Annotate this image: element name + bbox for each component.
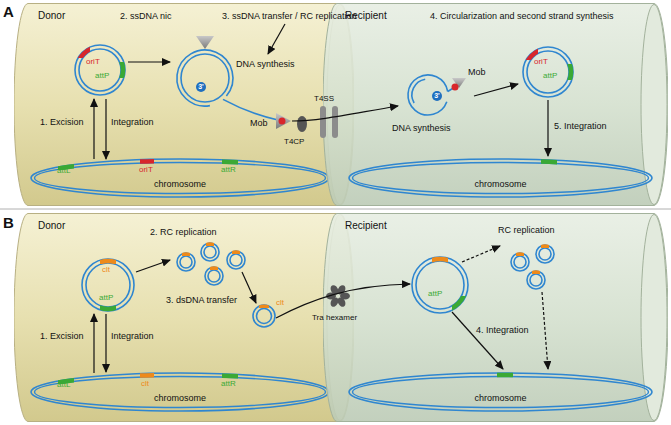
mob-protein — [196, 36, 466, 129]
annotation: Mob — [468, 68, 486, 77]
cell-outline — [14, 213, 354, 422]
site-marks — [33, 47, 650, 409]
cell-cylinder: Donor chromosome — [14, 213, 354, 422]
secretion-channel — [297, 106, 338, 138]
site-label: attL — [57, 381, 70, 389]
chromosome-label: chromosome — [474, 180, 526, 189]
chromosome-label: chromosome — [474, 394, 526, 403]
annotation: RC replication — [498, 226, 555, 235]
annotation: DNA synthesis — [236, 60, 295, 69]
cell-cylinder: Recipientchromosome — [323, 3, 668, 206]
site-label: attL — [57, 167, 70, 175]
annotation: T4SS — [314, 95, 334, 103]
site-label: attP — [95, 72, 109, 80]
chromosome-ellipse: chromosome — [30, 372, 330, 412]
strand-end-badge: 3' — [432, 91, 442, 101]
chromosome-label: chromosome — [154, 180, 206, 189]
site-label: oriT — [139, 166, 153, 174]
chromosome-ellipse: chromosome — [348, 158, 653, 198]
annotation: 3. ssDNA transfer / RC replication — [222, 12, 357, 21]
annotation: 1. Excision — [40, 332, 84, 341]
chromosome-outline — [30, 372, 330, 412]
annotation: 1. Excision — [40, 118, 84, 127]
site-label: attP — [428, 290, 442, 298]
site-label: attP — [99, 294, 113, 302]
site-label: attR — [221, 166, 236, 174]
plasmid-rings — [75, 45, 573, 327]
annotation: 3. dsDNA transfer — [166, 296, 237, 305]
annotation: 2. RC replication — [150, 228, 217, 237]
cell-outline — [323, 3, 668, 206]
arrows — [94, 24, 548, 373]
cell-name: Donor — [38, 221, 65, 231]
chromosome-outline — [30, 158, 330, 198]
annotation: Tra hexamer — [312, 314, 357, 322]
annotation: Integration — [111, 118, 154, 127]
cell-outline — [14, 3, 354, 206]
annotation: 4. Integration — [476, 326, 529, 335]
chromosome-label: chromosome — [154, 394, 206, 403]
annotation: Mob — [250, 119, 268, 128]
annotation: T4CP — [284, 138, 304, 146]
cell-outline — [323, 213, 668, 422]
chromosome-outline — [348, 372, 653, 412]
site-label: attR — [221, 380, 236, 388]
site-label: oriT — [534, 58, 548, 66]
panel-letter: B — [3, 215, 14, 230]
site-label: attP — [543, 72, 557, 80]
panel-letter: A — [3, 4, 14, 19]
cell-name: Donor — [38, 11, 65, 21]
site-label: clt — [276, 299, 284, 307]
cell-cylinder: Recipient chromosome — [323, 213, 668, 422]
strand-end-badge: 3' — [196, 82, 206, 92]
site-label: clt — [102, 266, 110, 274]
annotation: 2. ssDNA nic — [120, 12, 172, 21]
annotation: 5. Integration — [554, 122, 607, 131]
chromosome-ellipse: chromosome — [348, 372, 653, 412]
annotation: 4. Circularization and second strand syn… — [430, 12, 614, 21]
chromosome-ellipse: chromosome — [30, 158, 330, 198]
annotation: DNA synthesis — [392, 124, 451, 133]
annotation: Integration — [111, 332, 154, 341]
cell-name: Recipient — [345, 221, 387, 231]
site-label: oriT — [86, 58, 100, 66]
cell-cylinder: Donor chromosome — [14, 3, 354, 206]
chromosome-outline — [348, 158, 653, 198]
site-label: clt — [141, 380, 149, 388]
